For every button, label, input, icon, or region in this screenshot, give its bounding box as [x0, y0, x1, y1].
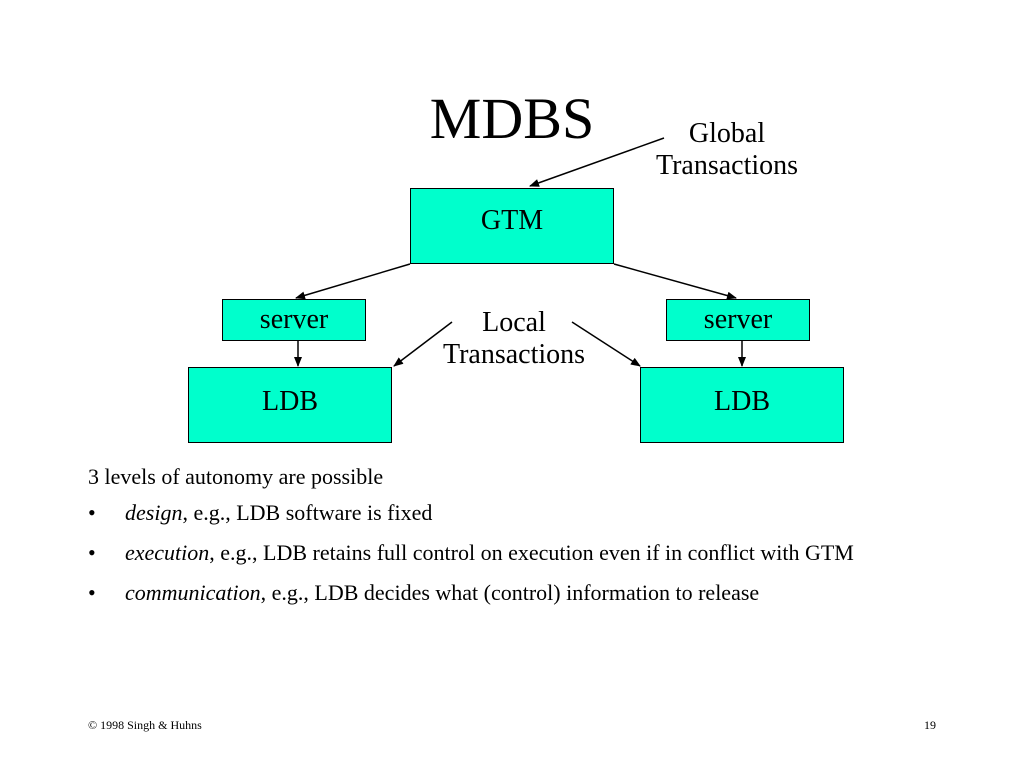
list-item-execution: • execution, e.g., LDB retains full contr… [88, 536, 888, 570]
list-item-design: • design, e.g., LDB software is fixed [88, 496, 888, 530]
bullet-dot: • [88, 540, 96, 565]
term-design: design [125, 500, 183, 525]
bullet-dot: • [88, 500, 96, 525]
right-ldb-label: LDB [714, 386, 770, 417]
left-ldb-label: LDB [262, 386, 318, 417]
autonomy-list: • design, e.g., LDB software is fixed • ex… [88, 496, 888, 610]
list-item-communication: • communication, e.g., LDB decides what (… [88, 576, 888, 610]
global-transactions-arrow [529, 137, 665, 187]
global-transactions-label: Global Transactions [634, 118, 820, 182]
local-transactions-label: Local Transactions [424, 307, 604, 371]
footer-copyright: © 1998 Singh & Huhns [88, 718, 202, 732]
gtm-label: GTM [480, 205, 544, 236]
global-transactions-line2: Transactions [655, 150, 799, 181]
left-ldb-box: LDB [188, 367, 392, 443]
slide-title: MDBS [429, 86, 595, 151]
local-transactions-right-arrow [571, 321, 641, 367]
local-transactions-line1: Local [482, 307, 546, 338]
desc-design: , e.g., LDB software is fixed [182, 500, 433, 525]
term-communication: communication [125, 580, 261, 605]
body-text: 3 levels of autonomy are possible • desig… [88, 460, 888, 616]
footer-page-number: 19 [924, 718, 936, 732]
gtm-to-left-server-arrow [295, 263, 411, 300]
right-ldb-box: LDB [640, 367, 844, 443]
desc-execution: , e.g., LDB retains full control on exec… [209, 540, 854, 565]
left-server-box: server [222, 299, 366, 341]
gtm-box: GTM [410, 188, 614, 264]
desc-communication: , e.g., LDB decides what (control) infor… [260, 580, 760, 605]
bullet-dot: • [88, 580, 96, 605]
autonomy-intro: 3 levels of autonomy are possible [88, 464, 384, 489]
left-server-label: server [259, 304, 329, 335]
right-server-label: server [703, 304, 773, 335]
global-transactions-line1: Global [688, 118, 766, 149]
right-server-box: server [666, 299, 810, 341]
term-execution: execution [125, 540, 210, 565]
gtm-to-right-server-arrow [613, 263, 737, 300]
local-transactions-line2: Transactions [442, 339, 586, 370]
local-transactions-left-arrow [393, 321, 453, 367]
